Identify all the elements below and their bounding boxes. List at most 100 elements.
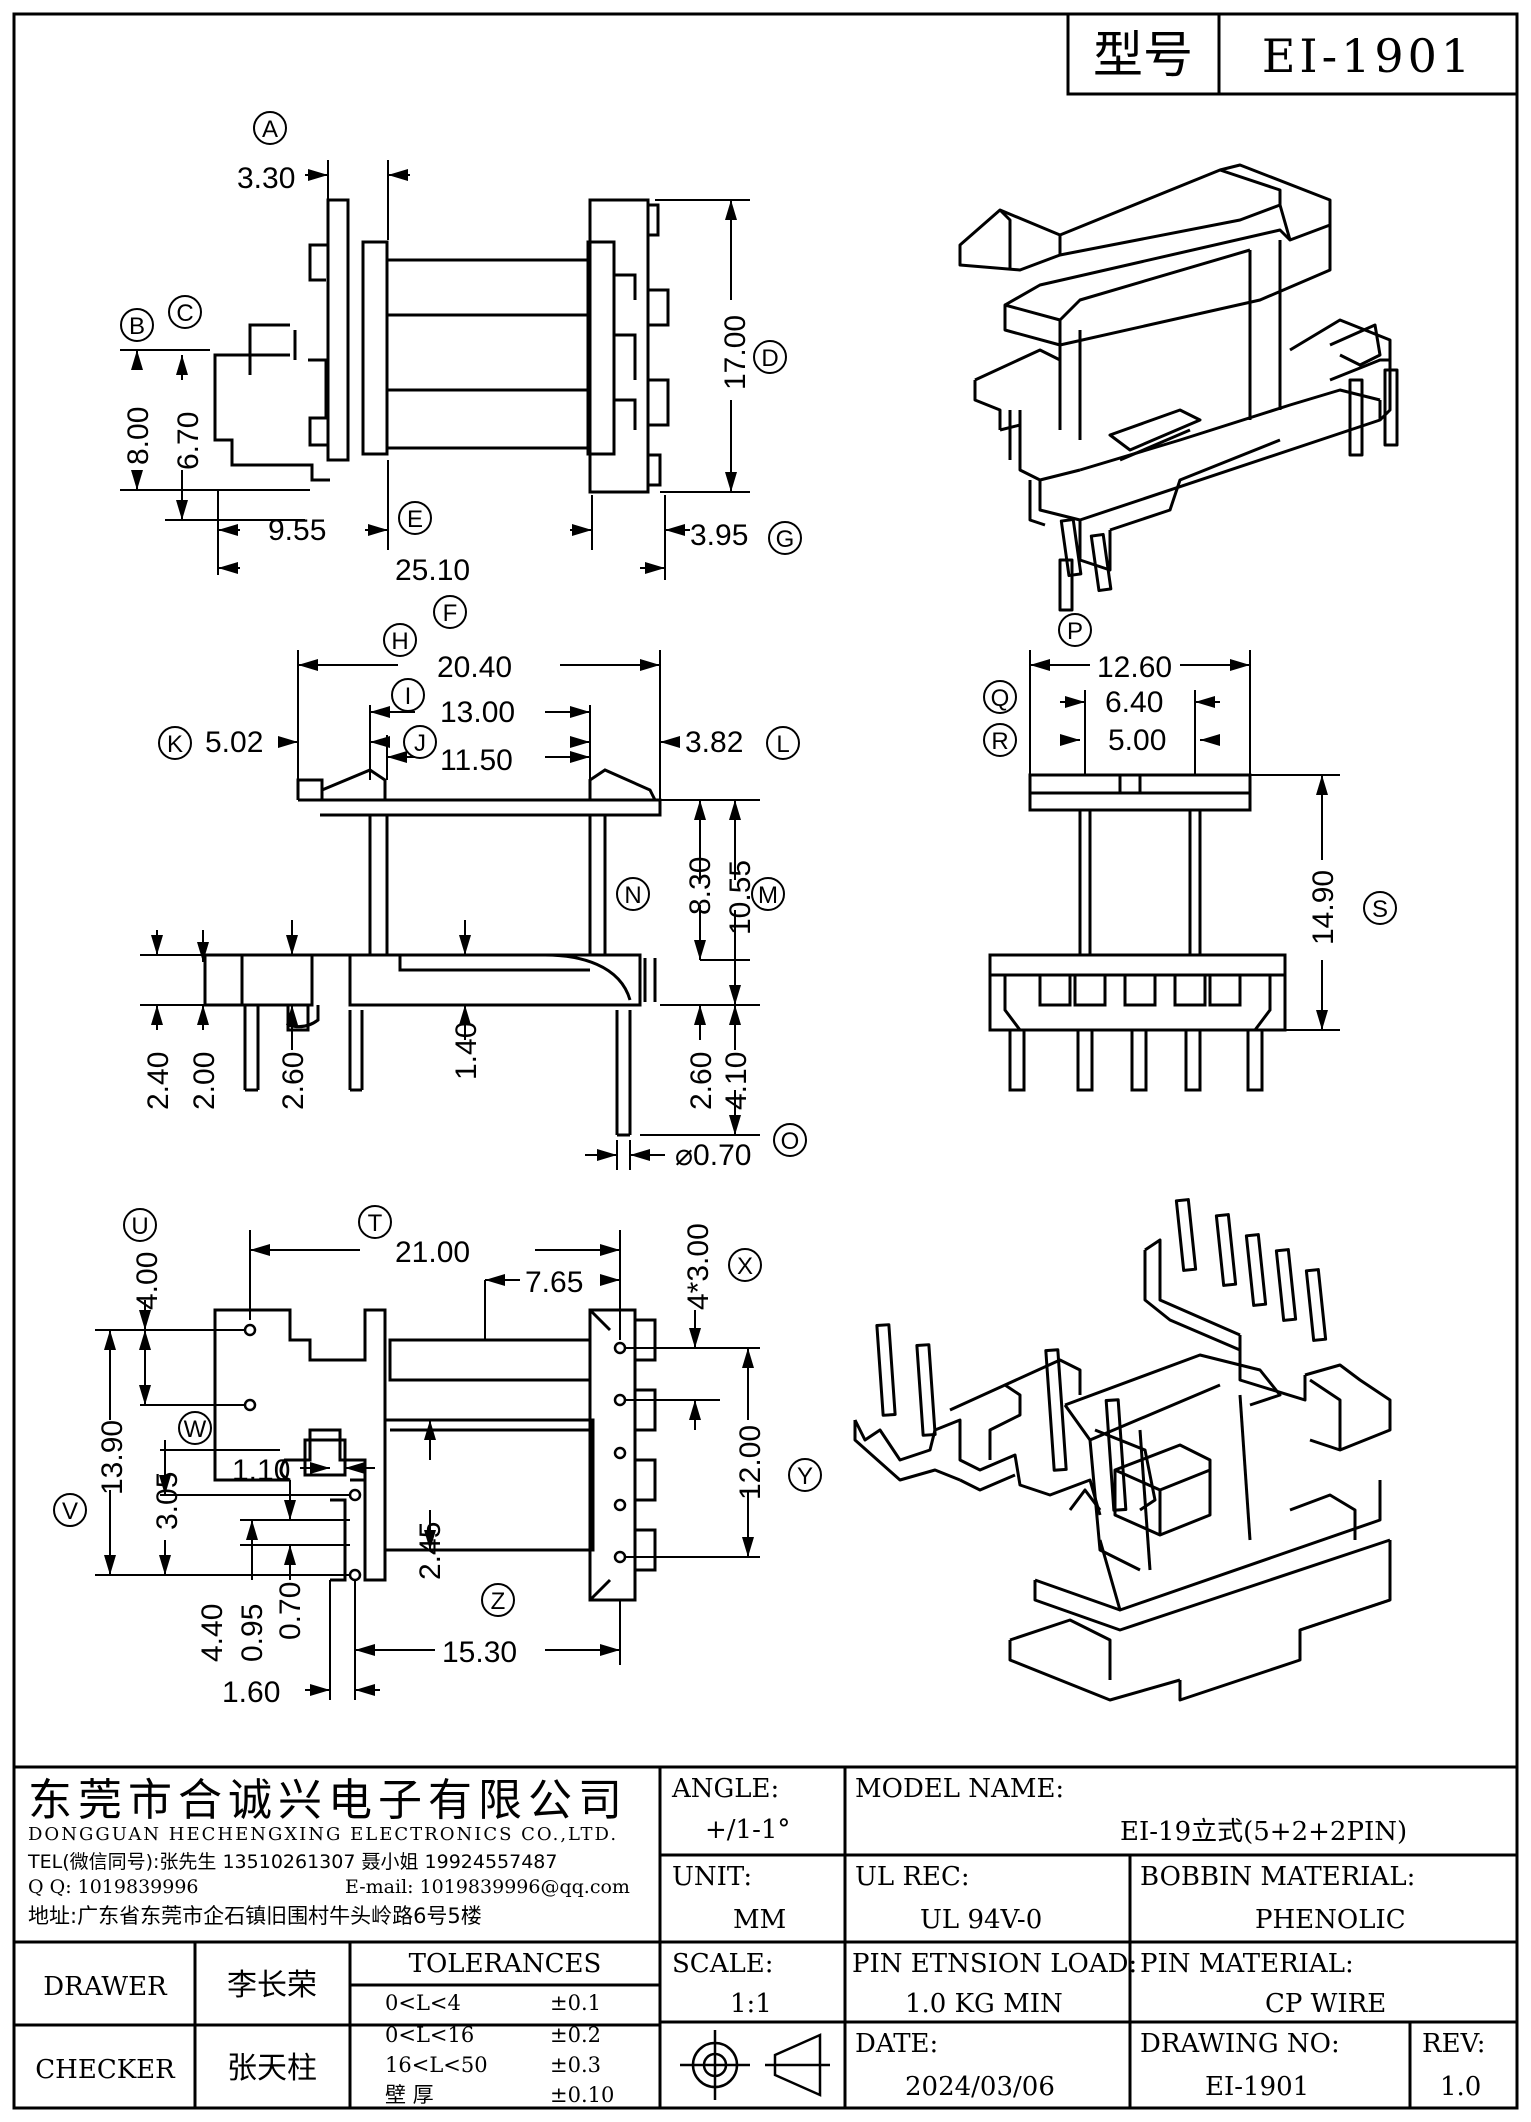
dim-J: 11.50 (440, 744, 513, 777)
pin-load-label: PIN ETNSION LOAD: (852, 1949, 1137, 1979)
dim-Y: 12.00 (734, 1425, 767, 1500)
unit-label: UNIT: (672, 1862, 752, 1892)
dim-140: 1.40 (450, 1022, 483, 1080)
dim-E: 9.55 (268, 514, 326, 547)
front-view-dims (120, 160, 750, 580)
tol-range-2: 0<L<16 (385, 2023, 474, 2047)
dim-070: 0.70 (274, 1582, 307, 1640)
svg-text:S: S (1372, 896, 1388, 923)
dim-200: 2.00 (188, 1052, 221, 1110)
pin-mat-label: PIN MATERIAL: (1140, 1949, 1354, 1979)
title-block-fields: ANGLE: +/1-1° MODEL NAME: EI-19立式(5+2+2P… (35, 1774, 1485, 2107)
company-name-cn: 东莞市合诚兴电子有限公司 (28, 1775, 628, 1826)
drawer-value: 李长荣 (227, 1968, 317, 2003)
tol-range-1: 0<L<4 (385, 1991, 461, 2015)
drawer-label: DRAWER (43, 1972, 168, 2002)
end-view-dims (1029, 650, 1340, 1031)
dim-H: 20.40 (437, 651, 512, 684)
dim-U: 4.00 (131, 1252, 164, 1310)
side-view (203, 768, 662, 1137)
dim-W: 1.10 (232, 1454, 290, 1487)
svg-text:U: U (131, 1213, 148, 1240)
isometric-view-top (958, 163, 1399, 612)
dim-160: 1.60 (222, 1676, 280, 1709)
dim-F: 25.10 (395, 554, 470, 587)
dim-440: 4.40 (196, 1604, 229, 1662)
angle-label: ANGLE: (671, 1774, 779, 1804)
svg-text:R: R (991, 728, 1008, 755)
dim-O: ⌀0.70 (675, 1139, 751, 1172)
dimension-callouts (53, 111, 1397, 1617)
dim-K: 5.02 (205, 726, 263, 759)
dim-I: 13.00 (440, 696, 515, 729)
drawing-no-label: DRAWING NO: (1140, 2029, 1340, 2059)
dim-Q: 6.40 (1105, 686, 1163, 719)
company-email: E-mail: 1019839996@qq.com (345, 1876, 630, 1898)
company-address: 地址:广东省东莞市企石镇旧围村牛头岭路6号5楼 (28, 1904, 482, 1928)
svg-text:Q: Q (991, 685, 1010, 712)
company-tel: TEL(微信同号):张先生 13510261307 聂小姐 1992455748… (27, 1851, 558, 1873)
ul-label: UL REC: (855, 1862, 970, 1892)
front-view-labels: 3.30 8.00 6.70 17.00 9.55 25.10 3.95 (122, 162, 752, 587)
pin-mat-value: CP WIRE (1265, 1989, 1386, 2019)
front-view (213, 198, 670, 494)
pin-load-value: 1.0 KG MIN (905, 1989, 1063, 2019)
bottom-view-dims (95, 1230, 760, 1700)
isometric-view-bottom (853, 1198, 1392, 1702)
date-label: DATE: (855, 2029, 938, 2059)
checker-value: 张天柱 (227, 2051, 317, 2086)
tol-value-3: ±0.3 (550, 2053, 601, 2077)
dim-V: 13.90 (96, 1420, 129, 1495)
tol-range-4: 壁 厚 (385, 2083, 434, 2107)
model-value: EI-19立式(5+2+2PIN) (1120, 1817, 1407, 1847)
dim-R: 5.00 (1108, 724, 1166, 757)
svg-text:V: V (62, 1498, 78, 1525)
drawing-no-value: EI-1901 (1205, 2072, 1309, 2102)
dim-765: 7.65 (525, 1266, 583, 1299)
dim-245: 2.45 (414, 1522, 447, 1580)
company-info: 东莞市合诚兴电子有限公司 DONGGUAN HECHENGXING ELECTR… (27, 1775, 630, 1928)
end-view-labels: 12.60 6.40 5.00 14.90 (1097, 651, 1340, 945)
svg-text:N: N (624, 882, 641, 909)
dim-A: 3.30 (237, 162, 295, 195)
svg-text:D: D (761, 345, 778, 372)
end-view (988, 773, 1287, 1092)
model-label: MODEL NAME: (855, 1774, 1064, 1804)
dim-T: 21.00 (395, 1236, 470, 1269)
svg-text:F: F (443, 600, 458, 627)
dim-L: 3.82 (685, 726, 743, 759)
svg-text:Z: Z (491, 1588, 506, 1615)
company-name-en: DONGGUAN HECHENGXING ELECTRONICS CO.,LTD… (28, 1824, 618, 1845)
tol-value-2: ±0.2 (550, 2023, 601, 2047)
dim-260a: 2.60 (277, 1052, 310, 1110)
svg-text:A: A (262, 116, 278, 143)
svg-text:Y: Y (797, 1463, 813, 1490)
svg-text:E: E (407, 506, 423, 533)
dim-260b: 2.60 (685, 1052, 718, 1110)
dim-S: 14.90 (1307, 870, 1340, 945)
bobbin-label: BOBBIN MATERIAL: (1140, 1862, 1415, 1892)
bottom-view (213, 1308, 657, 1602)
header-model-box: 型号 EI-1901 (1066, 12, 1519, 96)
dim-G: 3.95 (690, 519, 748, 552)
svg-text:I: I (405, 683, 412, 710)
svg-text:K: K (167, 731, 183, 758)
tolerances-label: TOLERANCES (409, 1949, 602, 1979)
svg-text:H: H (391, 628, 408, 655)
dim-410: 4.10 (720, 1052, 753, 1110)
company-qq: Q Q: 1019839996 (28, 1876, 199, 1898)
rev-value: 1.0 (1440, 2072, 1481, 2102)
tol-value-4: ±0.10 (550, 2083, 614, 2107)
bottom-view-labels: 21.00 7.65 4.00 13.90 1.10 4*3.00 12.00 … (96, 1223, 767, 1709)
header-model: EI-1901 (1262, 29, 1474, 83)
ul-value: UL 94V-0 (920, 1905, 1042, 1935)
svg-text:T: T (368, 1210, 383, 1237)
svg-text:J: J (414, 730, 426, 757)
dim-N: 8.30 (684, 857, 717, 915)
angle-value: +/1-1° (705, 1815, 790, 1845)
side-view-labels: 20.40 13.00 11.50 5.02 3.82 10.55 8.30 ⌀… (142, 651, 757, 1172)
dim-P: 12.60 (1097, 651, 1172, 684)
svg-text:P: P (1067, 618, 1083, 645)
